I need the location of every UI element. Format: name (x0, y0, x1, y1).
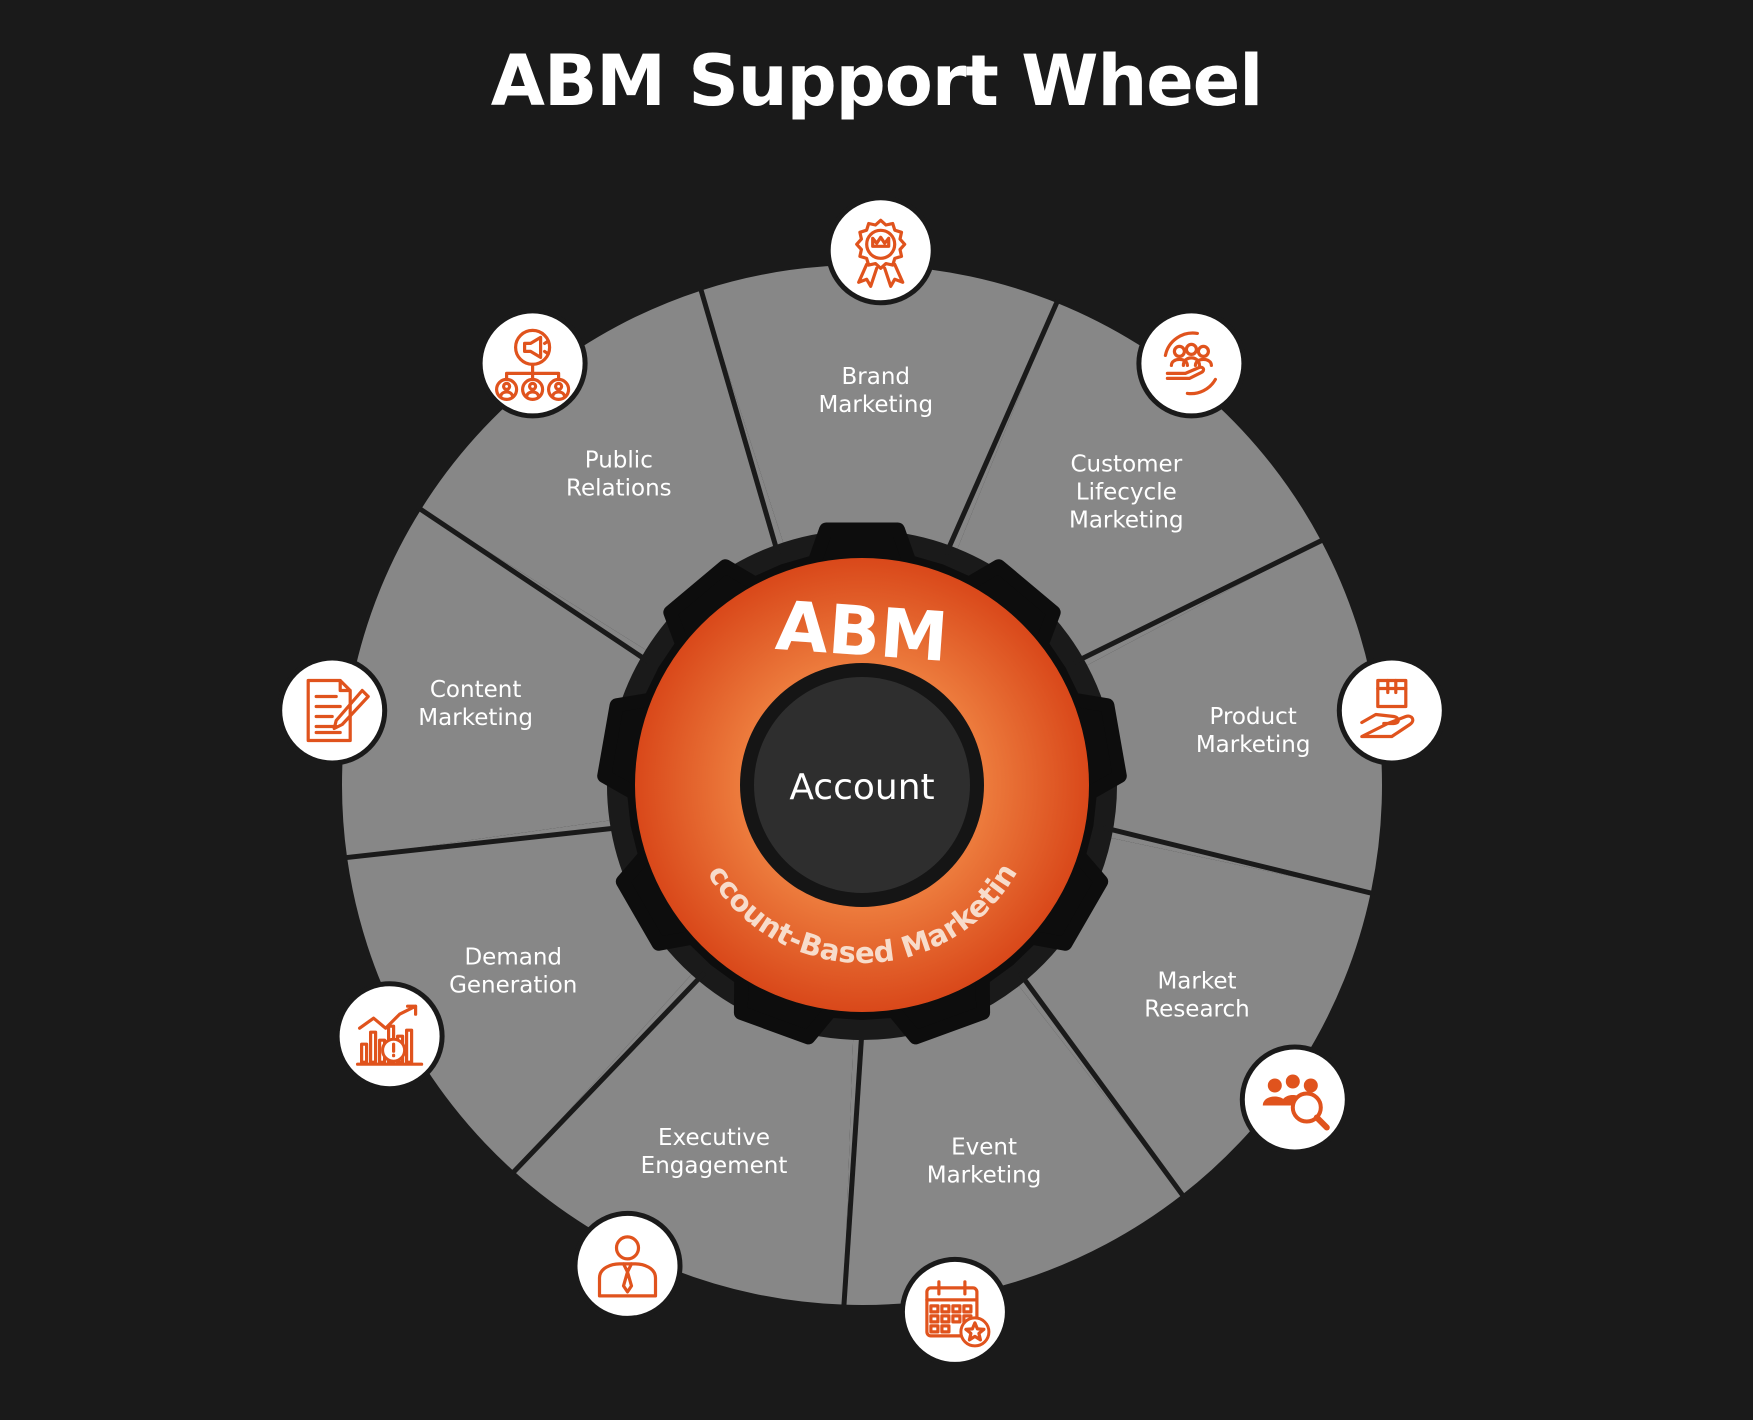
wheel-segment (1018, 838, 1371, 1195)
icon-badge (282, 660, 383, 761)
wheel-segment (1087, 540, 1382, 894)
content-document-icon (277, 655, 388, 766)
icon-badge (577, 1215, 678, 1316)
segment-divider (1017, 971, 1187, 1200)
wheel-segment (957, 302, 1322, 666)
segment-divider (841, 1029, 865, 1309)
segment-icons (277, 195, 1447, 1367)
demand-chart-icon (334, 981, 445, 1092)
icon-badge (1141, 313, 1242, 414)
segment-divider (342, 825, 621, 861)
wheel-segment (701, 265, 1057, 549)
segment-divider (1073, 536, 1326, 665)
account-label: Account (789, 767, 934, 808)
customer-lifecycle-icon (1136, 308, 1247, 419)
wheel-segment (843, 985, 1183, 1305)
abm-ring-title: ABM (773, 587, 950, 678)
icon-badge (1341, 660, 1442, 761)
market-research-icon (1239, 1044, 1350, 1155)
event-calendar-icon (899, 1256, 1010, 1367)
public-relations-megaphone-icon (477, 308, 588, 419)
account-center (754, 677, 970, 893)
segment-divider (943, 298, 1061, 556)
product-box-hand-icon (1336, 655, 1447, 766)
brand-award-icon (825, 195, 936, 306)
page-title: ABM Support Wheel (490, 40, 1263, 122)
wheel-segment (347, 820, 692, 1172)
segment-divider (416, 505, 652, 665)
segment-divider (697, 285, 781, 556)
segment-dividers (342, 285, 1376, 1309)
wheel-segment (421, 290, 784, 650)
wheel-segment (342, 509, 646, 858)
executive-person-icon (572, 1210, 683, 1321)
segment-divider (1102, 825, 1376, 897)
segment-divider (509, 970, 707, 1177)
wheel-segments (342, 265, 1382, 1305)
icon-badge (830, 200, 931, 301)
